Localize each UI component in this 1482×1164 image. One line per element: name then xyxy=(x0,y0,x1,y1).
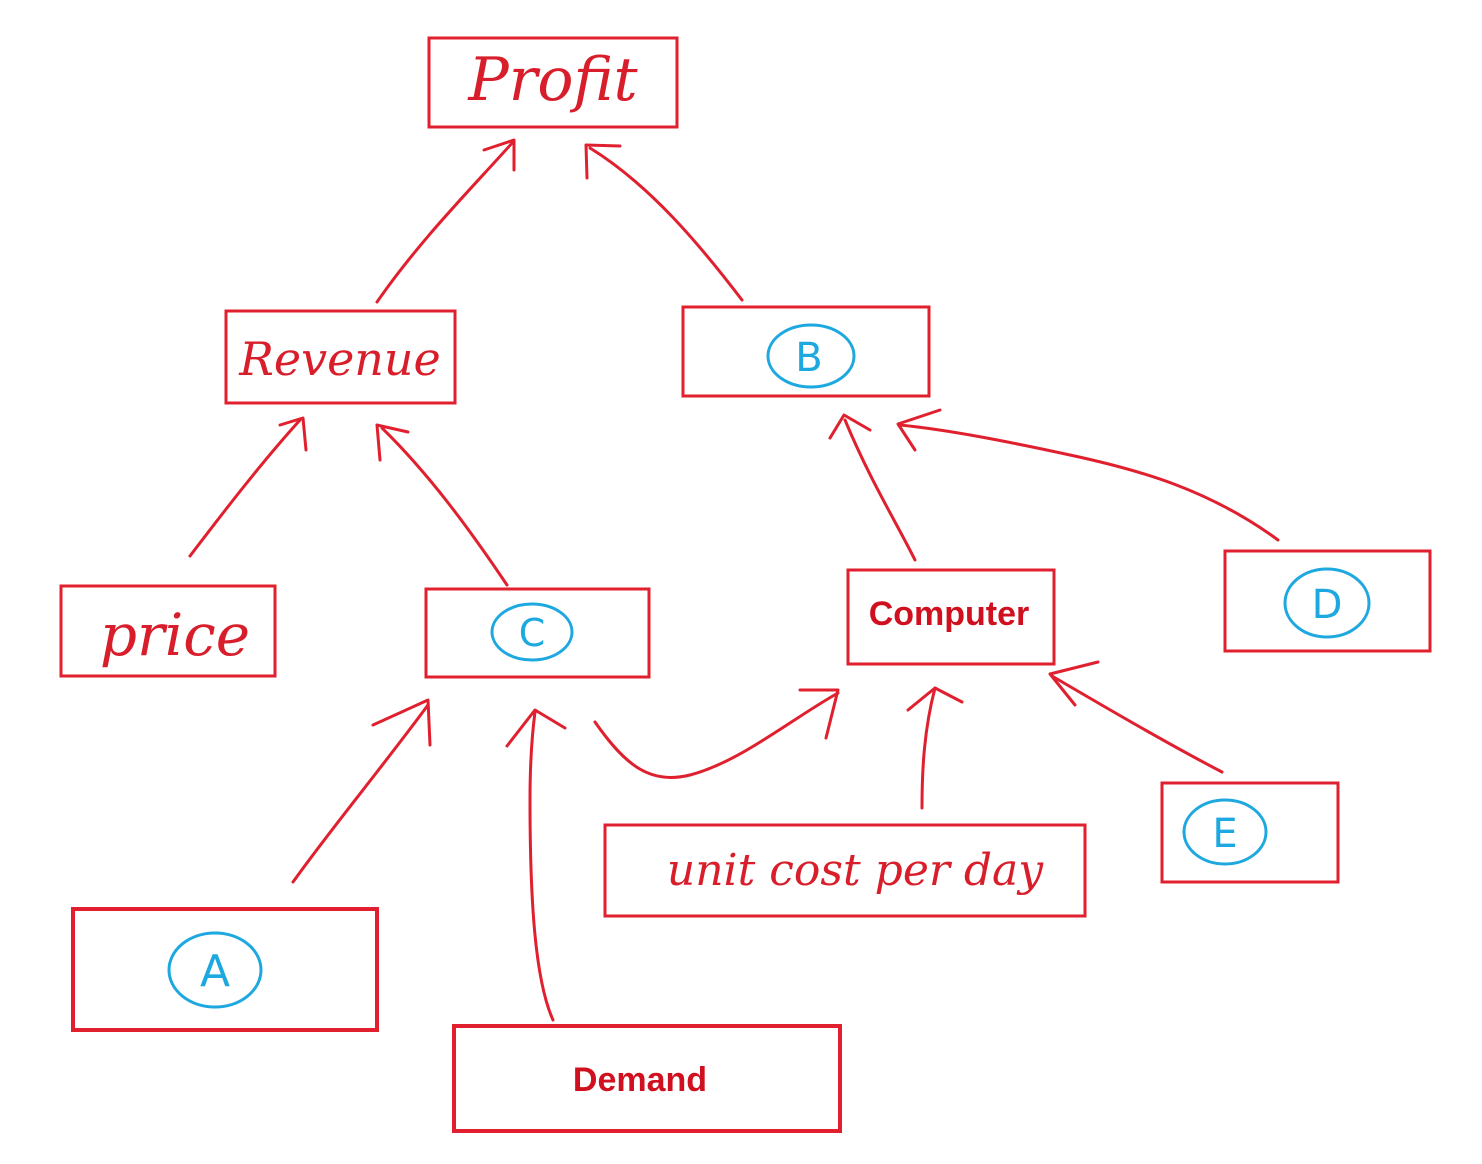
node-b: B xyxy=(681,305,931,398)
node-profit: Profit xyxy=(427,36,679,129)
node-d-circle xyxy=(1283,567,1371,639)
node-unit-cost-per-day: unit cost per day xyxy=(603,823,1087,918)
edge-b-to-profit xyxy=(584,143,744,302)
edge-demand-to-c xyxy=(505,708,567,1022)
node-demand-label: Demand xyxy=(573,1061,707,1099)
node-d: D xyxy=(1223,549,1432,653)
node-c: C xyxy=(424,587,651,679)
edge-revenue-to-profit xyxy=(375,138,516,304)
edge-c-to-computer xyxy=(593,688,840,780)
node-e-label: E xyxy=(1212,811,1237,857)
node-revenue: Revenue xyxy=(224,309,457,405)
node-b-circle xyxy=(766,323,856,389)
node-e: E xyxy=(1160,781,1340,884)
node-b-box xyxy=(681,305,931,398)
edge-computer-to-b xyxy=(828,413,917,562)
node-e-circle xyxy=(1182,798,1268,866)
node-profit-box xyxy=(427,36,679,129)
node-a-circle xyxy=(167,931,263,1009)
edges xyxy=(188,138,1280,1022)
edge-unit-cost-to-computer xyxy=(906,686,964,810)
node-price-label: price xyxy=(100,601,250,669)
node-demand: Demand xyxy=(452,1024,842,1133)
node-revenue-label: Revenue xyxy=(238,332,441,386)
node-price-box xyxy=(59,584,277,678)
node-a: A xyxy=(71,907,379,1032)
node-computer-box xyxy=(846,568,1056,666)
node-e-box xyxy=(1160,781,1340,884)
node-a-label: A xyxy=(200,946,230,997)
node-a-box xyxy=(71,907,379,1032)
node-price: price xyxy=(59,584,277,678)
edge-e-to-computer xyxy=(1048,660,1224,774)
edge-d-to-b xyxy=(896,408,1280,542)
edge-c-to-revenue xyxy=(375,423,509,587)
node-c-label: C xyxy=(519,611,546,655)
node-revenue-box xyxy=(224,309,457,405)
node-c-circle xyxy=(490,602,574,662)
node-profit-label: Profit xyxy=(467,45,638,115)
node-unit-cost-label: unit cost per day xyxy=(667,845,1044,896)
node-d-label: D xyxy=(1312,582,1343,628)
node-b-label: B xyxy=(795,335,822,381)
edge-a-to-c xyxy=(291,698,432,884)
node-demand-box xyxy=(452,1024,842,1133)
node-unit-cost-box xyxy=(603,823,1087,918)
node-computer-label: Computer xyxy=(869,595,1030,633)
edge-price-to-revenue xyxy=(188,416,308,558)
node-computer: Computer xyxy=(846,568,1056,666)
